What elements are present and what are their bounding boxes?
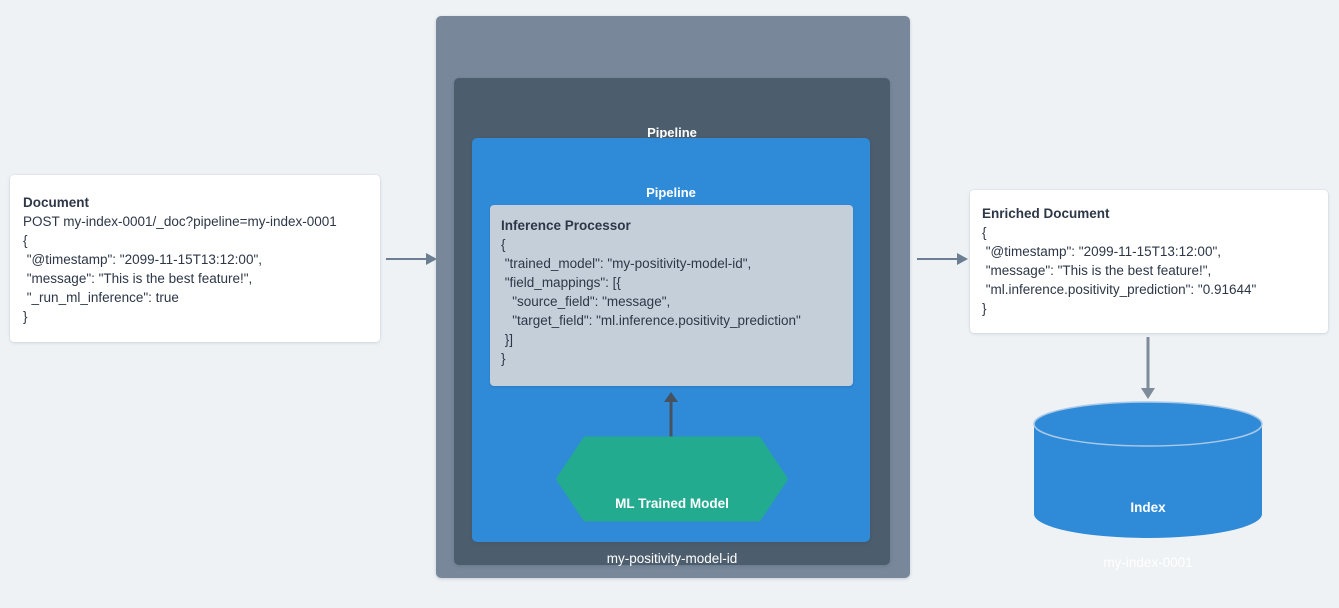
enriched-document-line-2: "message": "This is the best feature!", [982,263,1212,278]
cylinder-shape [1033,401,1263,538]
hexagon-shape [556,436,788,522]
inference-processor-panel: Inference Processor { "trained_model": "… [490,205,853,386]
processor-line-2: "field_mappings": [{ [501,275,621,290]
document-line-2: "@timestamp": "2099-11-15T13:12:00", [23,252,262,267]
processor-line-4: "target_field": "ml.inference.positivity… [501,313,801,328]
enriched-document-line-3: "ml.inference.positivity_prediction": "0… [982,282,1257,297]
arrow-enriched-to-index [1141,337,1155,399]
index-name: my-index-0001 [1103,555,1193,570]
pipeline-middle-kind: Pipeline [647,125,697,140]
enriched-document-title: Enriched Document [982,206,1110,221]
pipeline-inner-kind: Pipeline [646,185,696,200]
processor-line-0: { [501,237,506,252]
processor-line-6: } [501,351,506,366]
enriched-document-card: Enriched Document { "@timestamp": "2099-… [970,190,1328,333]
document-line-5: } [23,309,28,324]
document-line-4: "_run_ml_inference": true [23,290,179,305]
enriched-document-line-0: { [982,225,987,240]
processor-line-1: "trained_model": "my-positivity-model-id… [501,256,752,271]
document-line-1: { [23,233,28,248]
processor-title: Inference Processor [501,218,631,233]
arrow-document-to-pipeline [386,253,437,265]
processor-line-5: }] [501,332,514,347]
processor-line-3: "source_field": "message", [501,294,671,309]
enriched-document-line-4: } [982,301,987,316]
ml-trained-model-hexagon: ML Trained Model my-positivity-model-id [556,436,788,566]
arrow-model-to-processor [664,392,678,440]
document-title: Document [23,195,90,210]
index-cylinder: Index my-index-0001 [1032,400,1264,570]
document-card: Document POST my-index-0001/_doc?pipelin… [10,175,380,342]
document-line-0: POST my-index-0001/_doc?pipeline=my-inde… [23,214,337,229]
arrow-pipeline-to-enriched [917,253,968,265]
document-line-3: "message": "This is the best feature!", [23,271,253,286]
enriched-document-line-1: "@timestamp": "2099-11-15T13:12:00", [982,244,1221,259]
